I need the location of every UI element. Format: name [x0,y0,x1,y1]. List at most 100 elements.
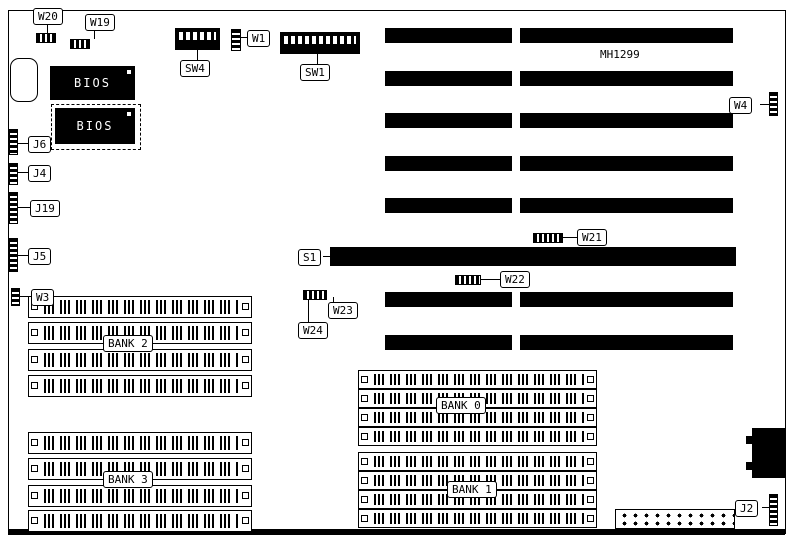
simm-chips [40,326,240,340]
jumper-w4 [769,92,778,116]
simm-chips [40,300,240,314]
label-w22: W22 [500,271,530,288]
bios-chip-bottom: BIOS [55,108,135,144]
leader-line-w20 [47,24,48,33]
simm-socket-bank3 [28,485,252,507]
simm-socket-bank0 [358,427,597,446]
dip-switch-sw4 [175,28,220,50]
simm-socket-bank0 [358,370,597,389]
simm-chips [40,489,240,503]
leader-line-sw1 [317,54,318,64]
simm-socket-bank1 [358,509,597,528]
dip-switch-sw1 [280,32,360,54]
jumper-w3 [11,288,20,306]
isa-slot-bar [385,156,512,171]
label-w20: W20 [33,8,63,25]
label-j2: J2 [735,500,759,517]
simm-chips [370,456,585,467]
leader-line-w4 [760,104,769,105]
dip-switch-windows [284,36,356,44]
label-bank0: BANK 0 [436,397,486,414]
label-j6: J6 [28,136,52,153]
simm-chips [370,513,585,524]
label-w1: W1 [247,30,271,47]
label-w19: W19 [85,14,115,31]
keyboard-connector-tab [746,436,752,444]
label-w24: W24 [298,322,328,339]
simm-chips [40,462,240,476]
bottom-pin-header [615,509,735,529]
isa-slot-bar [385,198,512,213]
leader-line-j5 [17,255,28,256]
isa-slot-bar [520,113,733,128]
label-bank3: BANK 3 [103,471,153,488]
s1-slot-bar [330,247,736,266]
simm-socket-bank1 [358,452,597,471]
label-sw4: SW4 [180,60,210,77]
bios-socket-outline [51,104,141,150]
label-j4: J4 [28,165,52,182]
label-bank1: BANK 1 [447,481,497,498]
label-j5: J5 [28,248,52,265]
simm-socket-bank2 [28,322,252,344]
keyboard-connector [752,428,785,478]
isa-slot-bar [385,292,512,307]
label-w23: W23 [328,302,358,319]
connector-j19 [9,192,18,224]
simm-socket-bank2 [28,375,252,397]
label-s1: S1 [298,249,322,266]
connector-j2 [769,494,778,526]
leader-line-j19 [17,207,30,208]
simm-chips [40,353,240,367]
label-w4: W4 [729,97,753,114]
simm-socket-bank1 [358,490,597,509]
label-bank2: BANK 2 [103,335,153,352]
jumper-w19 [70,39,90,49]
label-w3: W3 [31,289,55,306]
board-bottom-edge [8,529,785,535]
leader-line-s1 [323,256,330,257]
leader-line-w21 [562,237,577,238]
simm-chips [370,475,585,486]
leader-line-j6 [17,143,28,144]
isa-slot-bar [520,71,733,86]
jumper-w22 [455,275,481,285]
jumper-w23-w24 [303,290,327,300]
simm-chips [370,412,585,423]
simm-chips [40,436,240,450]
simm-socket-bank3 [28,432,252,454]
isa-slot-bar [385,113,512,128]
connector-j4 [9,163,18,185]
isa-slot-bar [385,335,512,350]
simm-socket-bank3 [28,458,252,480]
jumper-w1 [231,29,241,51]
simm-chips [370,431,585,442]
simm-chips [40,379,240,393]
simm-socket-bank2 [28,296,252,318]
leader-line-w19 [94,30,95,39]
connector-j6 [9,129,18,155]
simm-socket-bank3 [28,510,252,532]
leader-line-w3 [19,296,31,297]
isa-slot-bar [520,335,733,350]
keyboard-connector-tab [746,462,752,470]
bios-chip-top: BIOS [50,66,135,100]
leader-line-j2 [762,507,769,508]
isa-slot-bar [520,292,733,307]
leader-line-w1 [240,37,247,38]
leader-line-j4 [17,172,28,173]
simm-socket-bank2 [28,349,252,371]
simm-chips [370,494,585,505]
jumper-w21 [533,233,563,243]
model-label: MH1299 [600,48,640,61]
isa-slot-bar [520,198,733,213]
leader-line-w22 [480,279,500,280]
leader-line-sw4 [197,50,198,60]
simm-chips [40,514,240,528]
isa-slot-bar [520,156,733,171]
label-w21: W21 [577,229,607,246]
label-sw1: SW1 [300,64,330,81]
label-j19: J19 [30,200,60,217]
simm-chips [370,374,585,385]
